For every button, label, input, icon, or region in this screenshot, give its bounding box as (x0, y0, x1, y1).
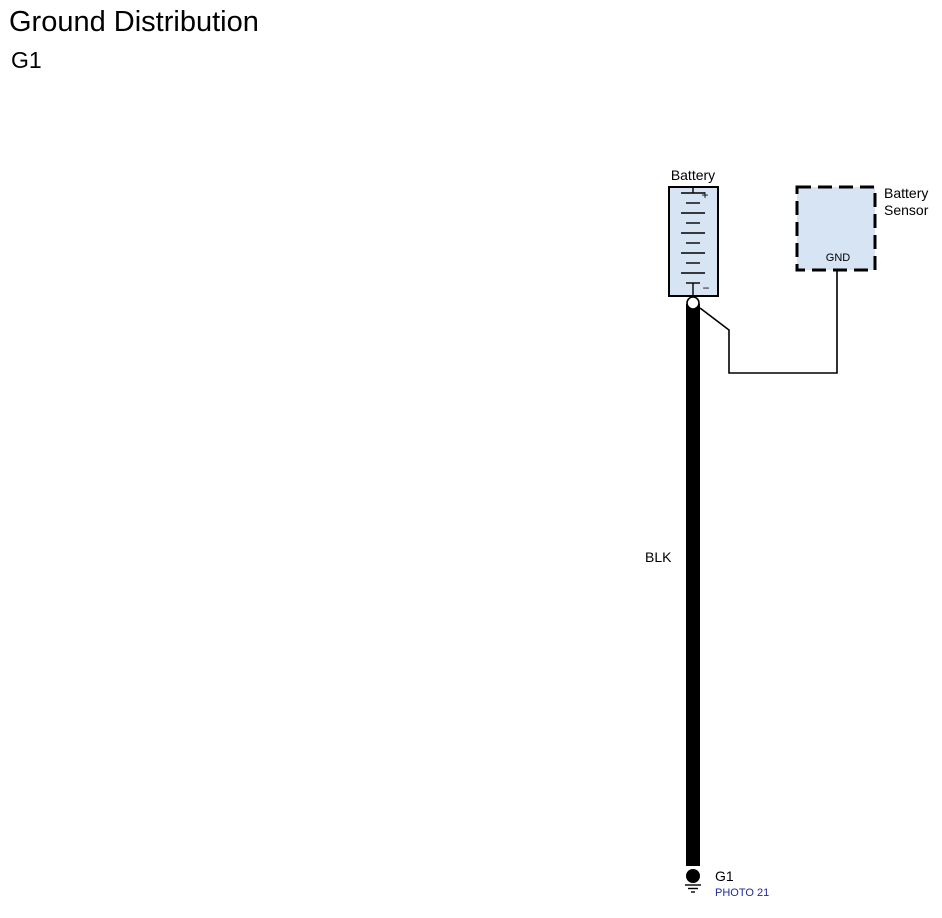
battery-sensor-component[interactable]: Battery Sensor GND (795, 185, 929, 272)
battery-sensor-body (795, 185, 877, 272)
ground-photo-link[interactable]: PHOTO 21 (715, 887, 769, 899)
ground-label: G1 (715, 868, 734, 884)
ground-symbol-icon (685, 884, 701, 893)
page-title: Ground Distribution (9, 6, 259, 38)
battery-component[interactable]: Battery + − (668, 167, 719, 297)
battery-sensor-label-line1: Battery (884, 185, 928, 201)
battery-negative-symbol: − (702, 281, 709, 295)
page-subtitle: G1 (11, 47, 42, 73)
battery-body (668, 186, 719, 297)
ground-point-g1[interactable] (685, 869, 701, 893)
battery-positive-symbol: + (701, 188, 708, 202)
battery-label: Battery (671, 167, 715, 183)
battery-cell-symbol (681, 188, 705, 295)
battery-sensor-gnd-pin-label: GND (826, 252, 851, 264)
wire-color-label: BLK (645, 549, 672, 565)
ground-eyelet-icon (686, 869, 700, 883)
sensor-ground-wire[interactable] (699, 270, 838, 374)
battery-sensor-label-line2: Sensor (884, 202, 929, 218)
battery-negative-terminal[interactable] (686, 296, 700, 310)
